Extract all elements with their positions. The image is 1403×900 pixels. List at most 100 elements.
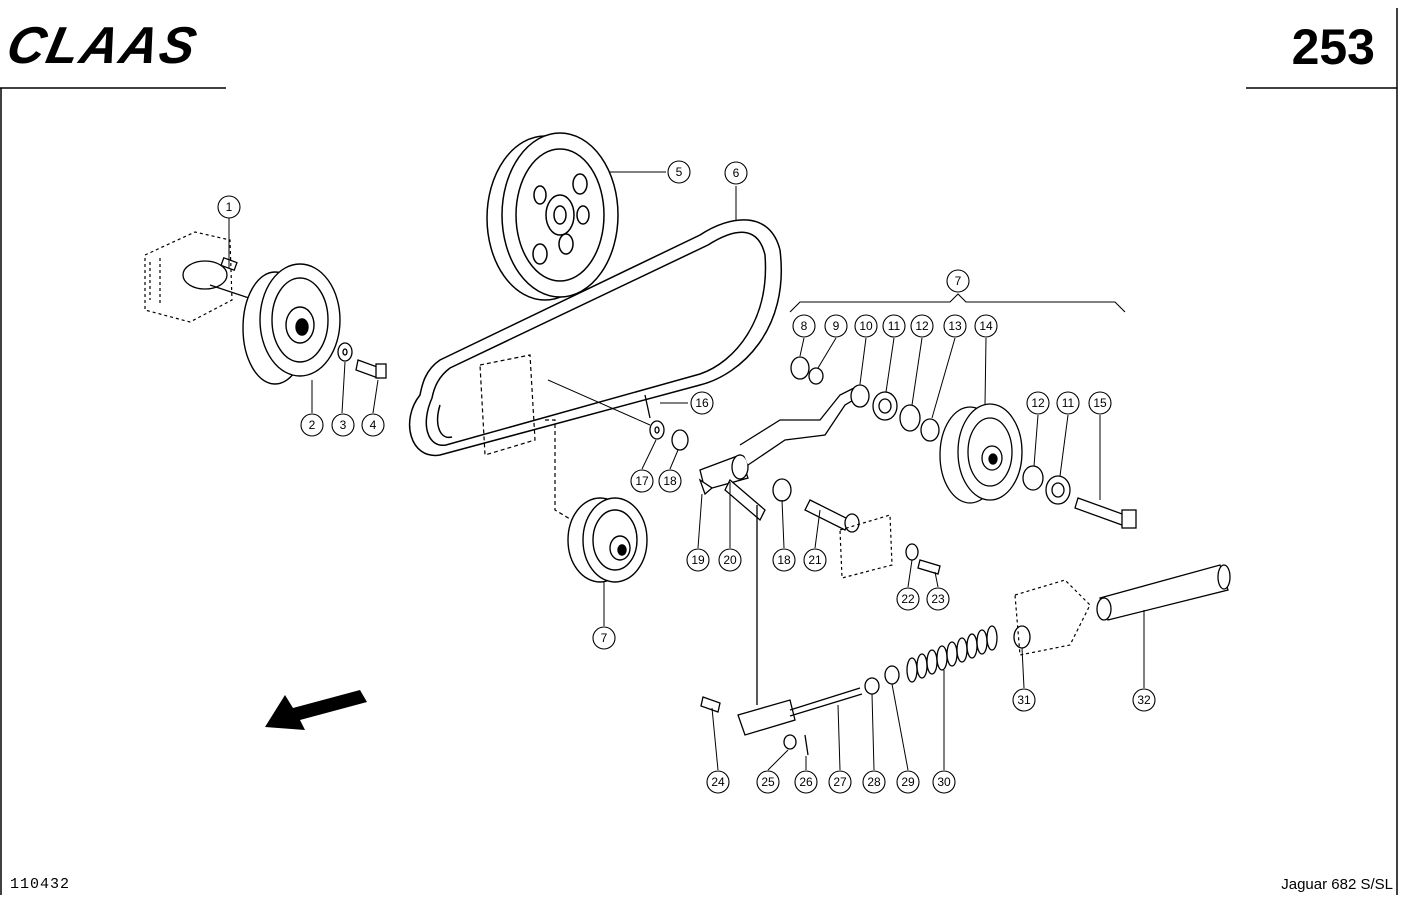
leader-lines: [228, 171, 1145, 771]
callout-label: 11: [888, 319, 901, 333]
callout-circle: [686, 548, 710, 572]
callout-12: 12: [910, 314, 934, 338]
callout-label: 4: [370, 418, 377, 432]
callout-label: 2: [309, 418, 316, 432]
callout-6: 6: [724, 161, 748, 185]
callout-circle: [854, 314, 878, 338]
callout-label: 10: [859, 319, 873, 333]
callout-label: 22: [901, 592, 915, 606]
callout-label: 7: [955, 274, 962, 288]
callout-circle: [1132, 688, 1156, 712]
callout-circle: [361, 413, 385, 437]
callout-circle: [1056, 391, 1080, 415]
callout-label: 31: [1017, 693, 1031, 707]
callout-label: 32: [1137, 693, 1151, 707]
callout-label: 27: [833, 775, 847, 789]
callout-19: 17: [630, 469, 654, 493]
callout-circle: [706, 770, 730, 794]
model-name: Jaguar 682 S/SL: [1281, 876, 1393, 893]
page-number: 253: [1291, 19, 1375, 75]
plate-bracket: [839, 514, 893, 579]
callout-3: 3: [331, 413, 355, 437]
belt-6: [408, 219, 782, 457]
callout-1: 1: [217, 195, 241, 219]
callout-17: 15: [1088, 391, 1112, 415]
callout-label: 18: [777, 553, 791, 567]
group-bracket-7: [789, 293, 1126, 313]
callout-label: 13: [948, 319, 962, 333]
callout-15: 12: [1026, 391, 1050, 415]
callout-circle: [667, 160, 691, 184]
callout-26: 23: [926, 587, 950, 611]
callout-11: 11: [882, 314, 906, 338]
callout-circle: [943, 314, 967, 338]
callout-label: 29: [901, 775, 915, 789]
tensioner-parts: [644, 384, 863, 533]
callout-circle: [828, 770, 852, 794]
callout-circle: [724, 161, 748, 185]
callout-circle: [896, 770, 920, 794]
callout-label: 17: [635, 474, 649, 488]
callout-label: 8: [801, 319, 808, 333]
callout-circle: [926, 587, 950, 611]
callout-circle: [862, 770, 886, 794]
callout-label: 26: [799, 775, 813, 789]
callout-circle: [910, 314, 934, 338]
callout-label: 30: [937, 775, 951, 789]
arrow-left-down-icon: [265, 690, 367, 730]
callout-16: 11: [1056, 391, 1080, 415]
callout-8: 8: [792, 314, 816, 338]
callout-24: 21: [803, 548, 827, 572]
callout-label: 20: [723, 553, 737, 567]
callout-label: 19: [691, 553, 705, 567]
callout-27: 7: [592, 626, 616, 650]
callout-5: 5: [667, 160, 691, 184]
callout-label: 25: [761, 775, 775, 789]
callout-label: 3: [340, 418, 347, 432]
callout-14: 14: [974, 314, 998, 338]
frame-lines: [0, 8, 1398, 895]
callout-23: 18: [772, 548, 796, 572]
callout-circle: [331, 413, 355, 437]
callout-label: 23: [931, 592, 945, 606]
washer-bolt-3-4: [337, 342, 387, 379]
callout-31: 27: [828, 770, 852, 794]
callout-label: 12: [1031, 396, 1045, 410]
callout-33: 29: [896, 770, 920, 794]
pulley-2: [242, 263, 341, 385]
gearbox-shaft: [182, 257, 256, 301]
mounting-bracket: [479, 354, 581, 526]
callout-22: 20: [718, 548, 742, 572]
callout-circle: [803, 548, 827, 572]
gearbox-housing: [144, 231, 233, 323]
callout-10: 10: [854, 314, 878, 338]
callout-label: 16: [695, 396, 709, 410]
callout-circle: [772, 548, 796, 572]
spring-bracket: [1014, 579, 1091, 656]
callout-4: 4: [361, 413, 385, 437]
callout-label: 1: [226, 200, 233, 214]
callout-28: 24: [706, 770, 730, 794]
pulley-5: [486, 132, 619, 301]
callout-34: 30: [932, 770, 956, 794]
callout-circle: [630, 469, 654, 493]
idler-pulley-7: [567, 497, 648, 583]
callout-label: 18: [663, 474, 677, 488]
callout-circle: [658, 469, 682, 493]
callout-25: 22: [896, 587, 920, 611]
callout-18: 16: [690, 391, 714, 415]
spring-assembly: [700, 505, 1231, 756]
callout-9: 9: [824, 314, 848, 338]
callout-circle: [896, 587, 920, 611]
callout-20: 18: [658, 469, 682, 493]
callout-circle: [882, 314, 906, 338]
callout-label: 21: [808, 553, 822, 567]
callout-circle: [824, 314, 848, 338]
callout-circle: [1012, 688, 1036, 712]
callout-35: 31: [1012, 688, 1036, 712]
callout-circle: [794, 770, 818, 794]
callout-circle: [1026, 391, 1050, 415]
